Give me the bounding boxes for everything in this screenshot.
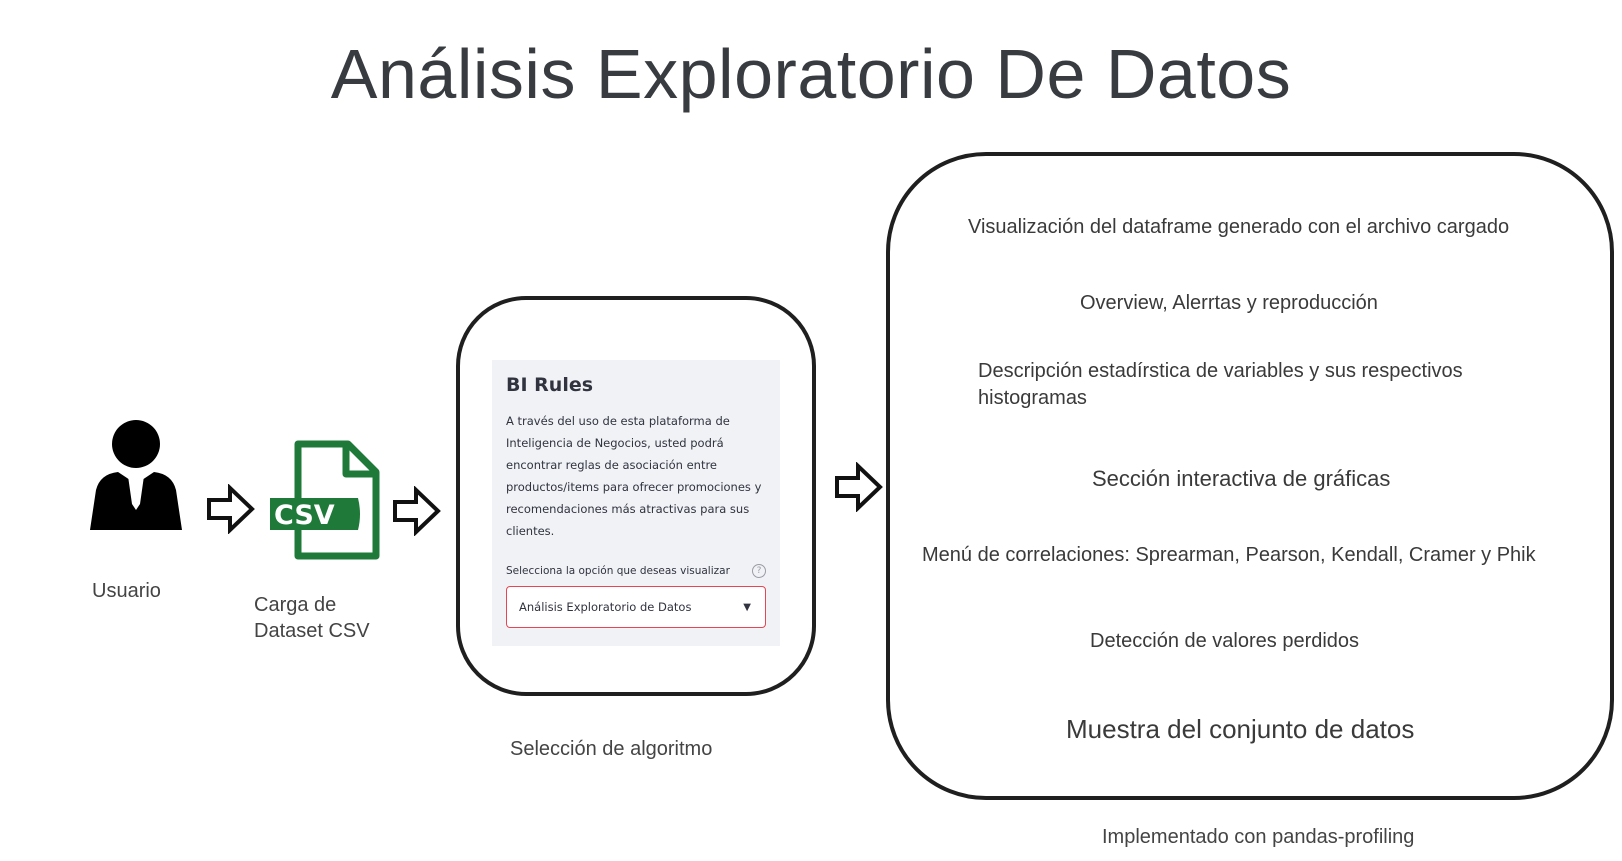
app-title: BI Rules: [506, 374, 594, 396]
algorithm-select[interactable]: Análisis Exploratorio de Datos ▼: [506, 586, 766, 628]
feature-item: Overview, Alerrtas y reproducción: [1080, 292, 1378, 314]
algorithm-selection-frame: [456, 296, 816, 696]
user-label: Usuario: [92, 580, 161, 602]
chevron-down-icon: ▼: [743, 601, 751, 613]
feature-item: Detección de valores perdidos: [1090, 630, 1360, 652]
feature-item: Sección interactiva de gráficas: [1092, 466, 1391, 491]
diagram-title: Análisis Exploratorio De Datos: [330, 35, 1292, 113]
help-icon[interactable]: ?: [752, 564, 766, 578]
feature-item: Descripción estadírstica de variables y …: [978, 360, 1463, 382]
feature-item: Muestra del conjunto de datos: [1066, 714, 1415, 744]
features-frame: [886, 152, 1614, 800]
app-description: A través del uso de esta plataforma de I…: [506, 414, 762, 538]
select-label: Selecciona la opción que deseas visualiz…: [506, 565, 730, 577]
arrow-right-icon: [393, 486, 441, 536]
arrow-right-icon: [207, 484, 255, 534]
bi-rules-panel: BI Rules A través del uso de esta plataf…: [492, 360, 780, 646]
csv-label: Carga de Dataset CSV: [254, 592, 370, 644]
csv-label-line2: Dataset CSV: [254, 620, 370, 642]
csv-icon-text: CSV: [274, 500, 335, 531]
user-icon: [90, 420, 182, 530]
features-caption: Implementado con pandas-profiling: [1102, 826, 1415, 848]
selection-caption: Selección de algoritmo: [510, 738, 713, 760]
feature-item: Menú de correlaciones: Sprearman, Pearso…: [922, 544, 1536, 566]
feature-item: histogramas: [978, 387, 1087, 409]
feature-item: Visualización del dataframe generado con…: [968, 216, 1510, 238]
csv-label-line1: Carga de: [254, 594, 337, 616]
selected-option: Análisis Exploratorio de Datos: [519, 600, 692, 614]
select-label-row: Selecciona la opción que deseas visualiz…: [506, 564, 766, 578]
arrow-right-icon: [835, 462, 883, 512]
csv-file-icon: CSV: [270, 440, 380, 560]
